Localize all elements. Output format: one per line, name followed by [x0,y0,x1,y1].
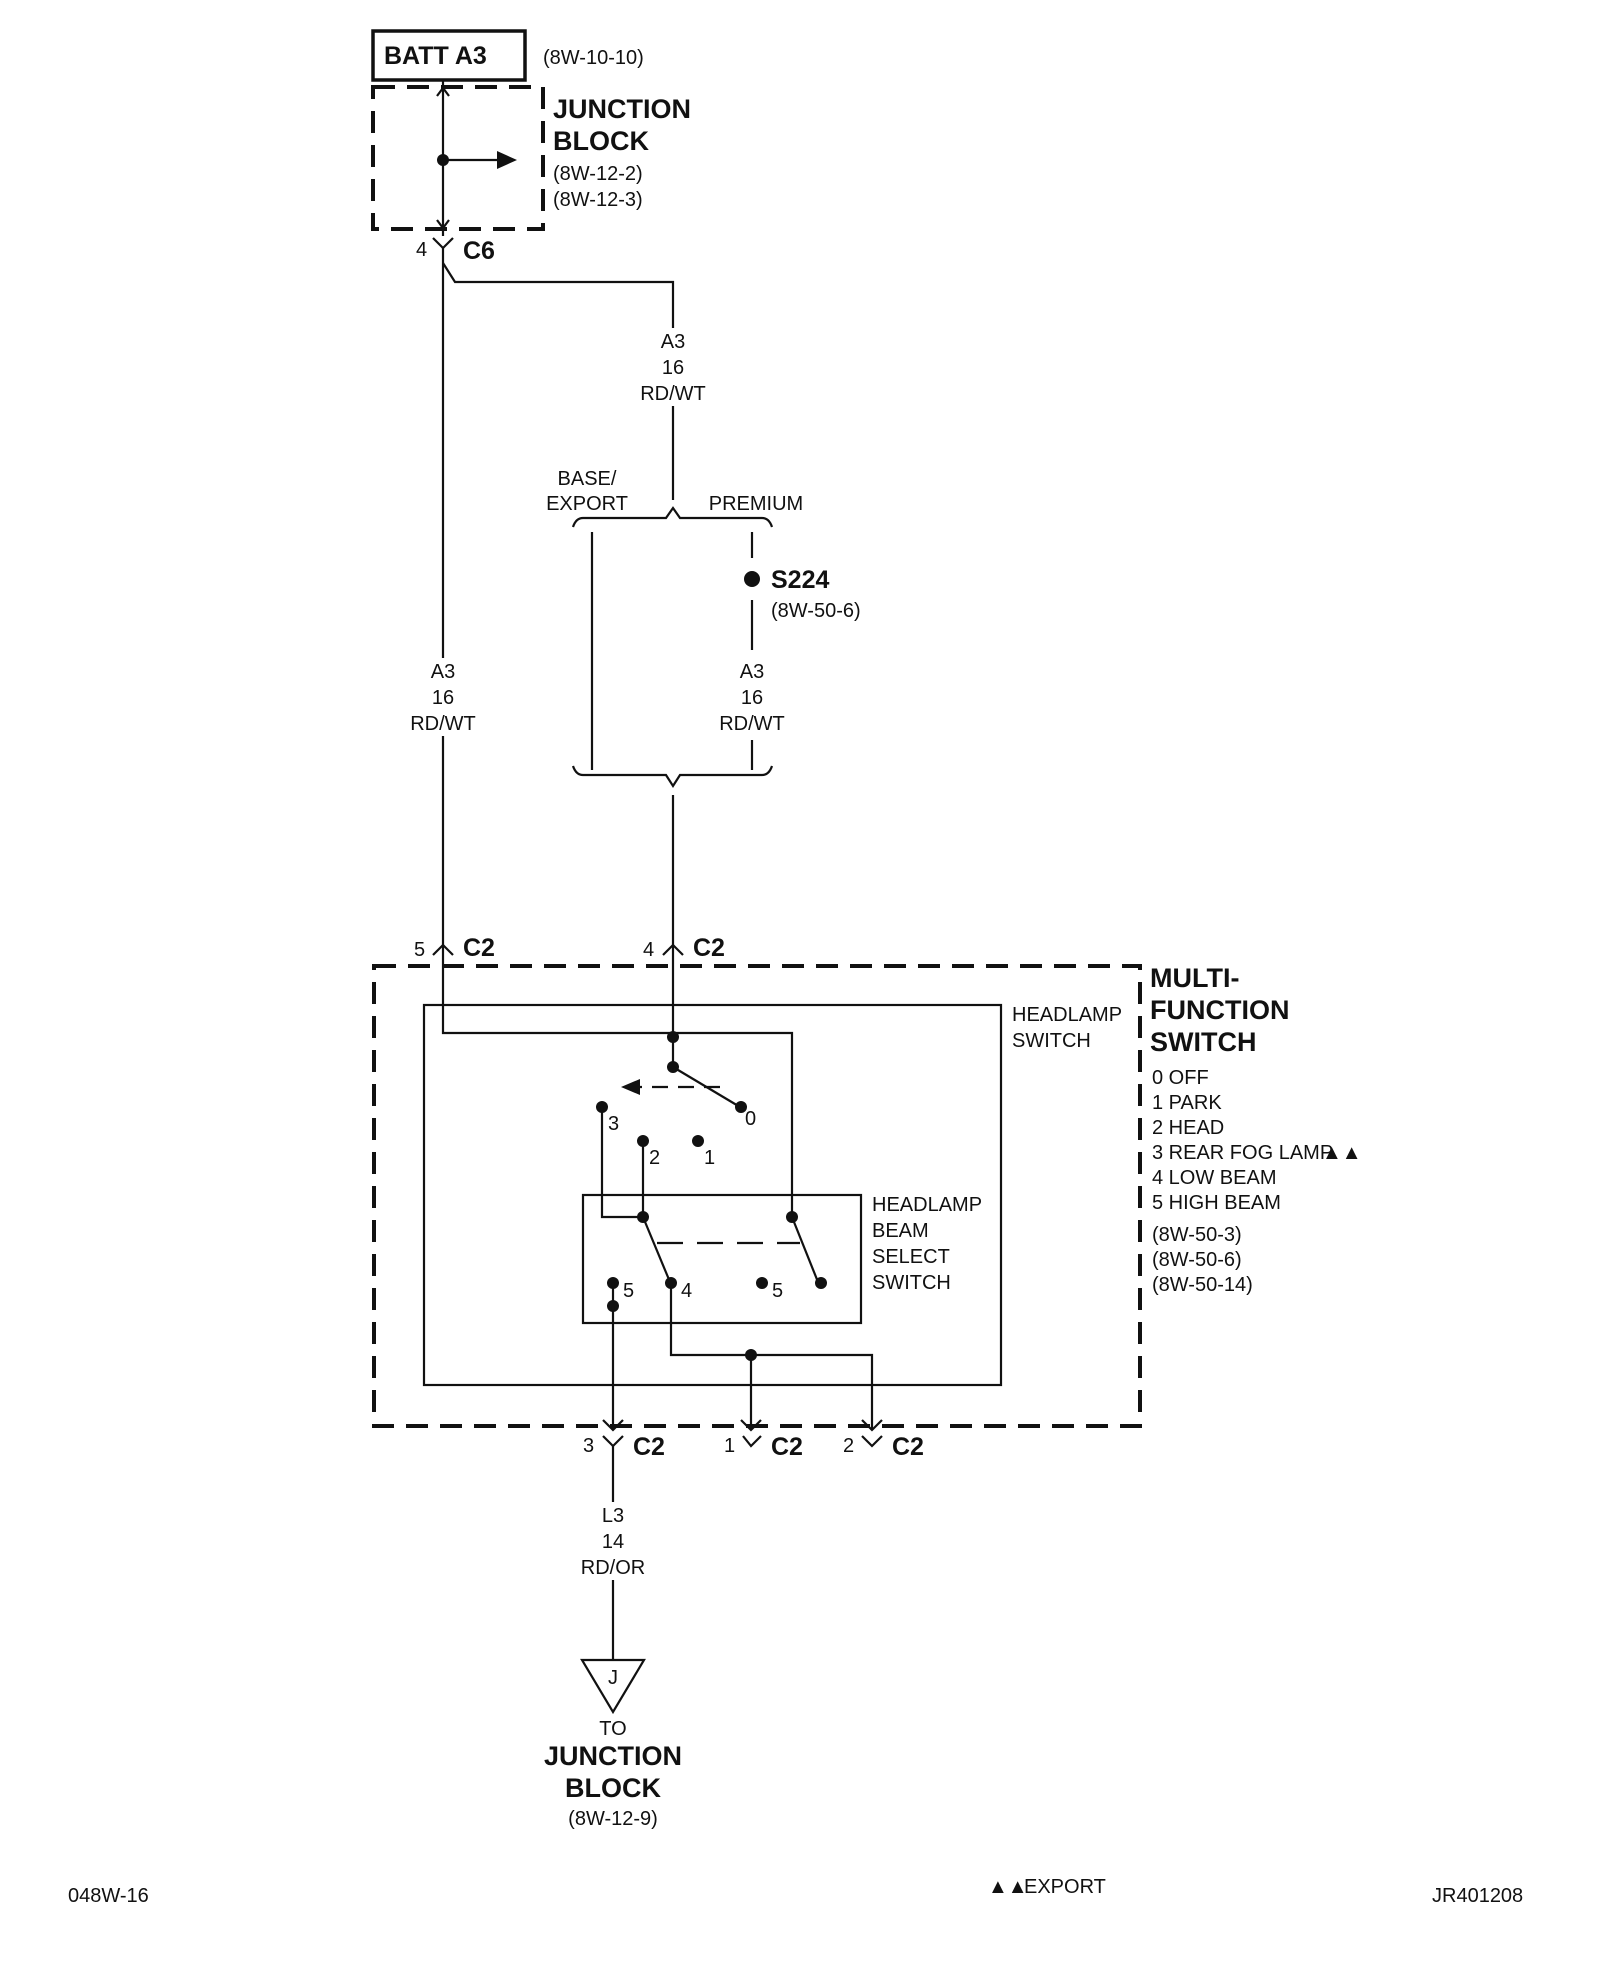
wire-left-circuit: A3 [431,661,455,683]
option-base-label-2: EXPORT [546,493,628,515]
beam-select-label-3: SELECT [872,1246,950,1268]
mfs-legend-5: 5 HIGH BEAM [1152,1192,1281,1214]
option-brace-top [571,506,774,528]
c6-name: C6 [463,237,495,265]
c2-bottom-name-3: C2 [633,1433,665,1461]
mfs-legend-2: 2 HEAD [1152,1117,1224,1139]
connector-c2-pin3 [602,1435,624,1448]
bs-contact-right [815,1277,827,1289]
destination-title-2: BLOCK [565,1773,661,1803]
wire-premium-circuit: A3 [740,661,764,683]
wire-left-gauge: 16 [432,687,454,709]
option-brace-bottom [571,765,774,789]
wire-pin5-bus [441,955,794,1217]
wire-top-circuit: A3 [661,331,685,353]
footer-left-code: 048W-16 [68,1885,149,1907]
wire-premium-gauge: 16 [741,687,763,709]
connector-c2-pin4 [662,943,684,956]
wire-a3-top [442,262,675,500]
connector-c2-pin5 [432,943,454,956]
destination-title-1: JUNCTION [544,1741,682,1771]
option-premium-label: PREMIUM [709,493,803,515]
c2-top-pin-4: 4 [643,939,654,961]
footer-export-mark: ▲▲ [988,1876,1028,1898]
splice-ref: (8W-50-6) [771,600,861,622]
mfs-title-3: SWITCH [1150,1027,1256,1057]
wire-contact3 [600,1107,642,1219]
splice-s224-dot [744,571,760,587]
batt-label: BATT A3 [384,42,487,70]
hs-pos-3: 3 [608,1113,619,1135]
wire-top-color: RD/WT [640,383,706,405]
headlamp-switch-box [422,1003,1003,1387]
hs-contact-0 [735,1101,747,1113]
c2-top-pin-5: 5 [414,939,425,961]
c2-bottom-pin-2: 2 [843,1435,854,1457]
mfs-export-mark: ▲▲ [1322,1142,1362,1164]
beam-select-label-4: SWITCH [872,1272,951,1294]
mfs-legend-0: 0 OFF [1152,1067,1209,1089]
bs-contact-5b [756,1277,768,1289]
destination-ref: (8W-12-9) [568,1808,658,1830]
c2-top-name-5: C2 [463,934,495,962]
wire-left-color: RD/WT [410,713,476,735]
mfs-ref-1: (8W-50-6) [1152,1249,1242,1271]
footer-right-code: JR401208 [1432,1885,1523,1907]
mfs-ref-2: (8W-50-14) [1152,1274,1253,1296]
c2-bottom-name-1: C2 [771,1433,803,1461]
mfs-legend-3: 3 REAR FOG LAMP [1152,1142,1333,1164]
batt-ref: (8W-10-10) [543,47,644,69]
destination-to: TO [599,1718,626,1740]
beam-select-box [581,1193,863,1325]
beam-select-blade-left [641,1216,672,1283]
connector-c2-pin1 [742,1435,762,1448]
wire-bottom-color: RD/OR [581,1557,645,1579]
headlamp-switch-label-2: SWITCH [1012,1030,1091,1052]
destination-triangle [580,1658,646,1715]
beam-select-label-2: BEAM [872,1220,929,1242]
hs-pos-2: 2 [649,1147,660,1169]
junction-top-ref-2: (8W-12-3) [553,189,643,211]
batt-box [371,29,527,82]
junction-block-top-outline [371,85,545,231]
splice-name: S224 [771,566,829,594]
wire-bottom-circuit: L3 [602,1505,624,1527]
mfs-legend-4: 4 LOW BEAM [1152,1167,1276,1189]
junction-top-title-1: JUNCTION [553,94,691,124]
c2-top-name-4: C2 [693,934,725,962]
hs-pos-0: 0 [745,1108,756,1130]
mfs-title-1: MULTI- [1150,963,1239,993]
bs-pos-4: 4 [681,1280,692,1302]
headlamp-switch-label-1: HEADLAMP [1012,1004,1122,1026]
bs-pos-5a: 5 [623,1280,634,1302]
c2-bottom-pin-3: 3 [583,1435,594,1457]
beam-select-blade-right [790,1216,820,1283]
option-base-label-1: BASE/ [558,468,617,490]
footer-export-label: EXPORT [1024,1876,1106,1898]
mfs-ref-0: (8W-50-3) [1152,1224,1242,1246]
bs-pos-5b: 5 [772,1280,783,1302]
connector-c2-pin2 [861,1435,883,1448]
mfs-legend-1: 1 PARK [1152,1092,1222,1114]
c2-bottom-pin-1: 1 [724,1435,735,1457]
destination-letter: J [608,1667,618,1689]
junction-top-title-2: BLOCK [553,126,649,156]
hs-pos-1: 1 [704,1147,715,1169]
wire-premium-color: RD/WT [719,713,785,735]
wire-top-gauge: 16 [662,357,684,379]
mfs-title-2: FUNCTION [1150,995,1289,1025]
junction-top-ref-1: (8W-12-2) [553,163,643,185]
c6-pin: 4 [416,239,427,261]
beam-select-label-1: HEADLAMP [872,1194,982,1216]
wire-low-beam-bus [669,1283,874,1430]
multi-function-switch-outline [372,964,1142,1428]
hs-contact-1 [692,1135,704,1147]
connector-c6 [432,237,454,250]
wire-bottom-gauge: 14 [602,1531,624,1553]
c2-bottom-name-2: C2 [892,1433,924,1461]
